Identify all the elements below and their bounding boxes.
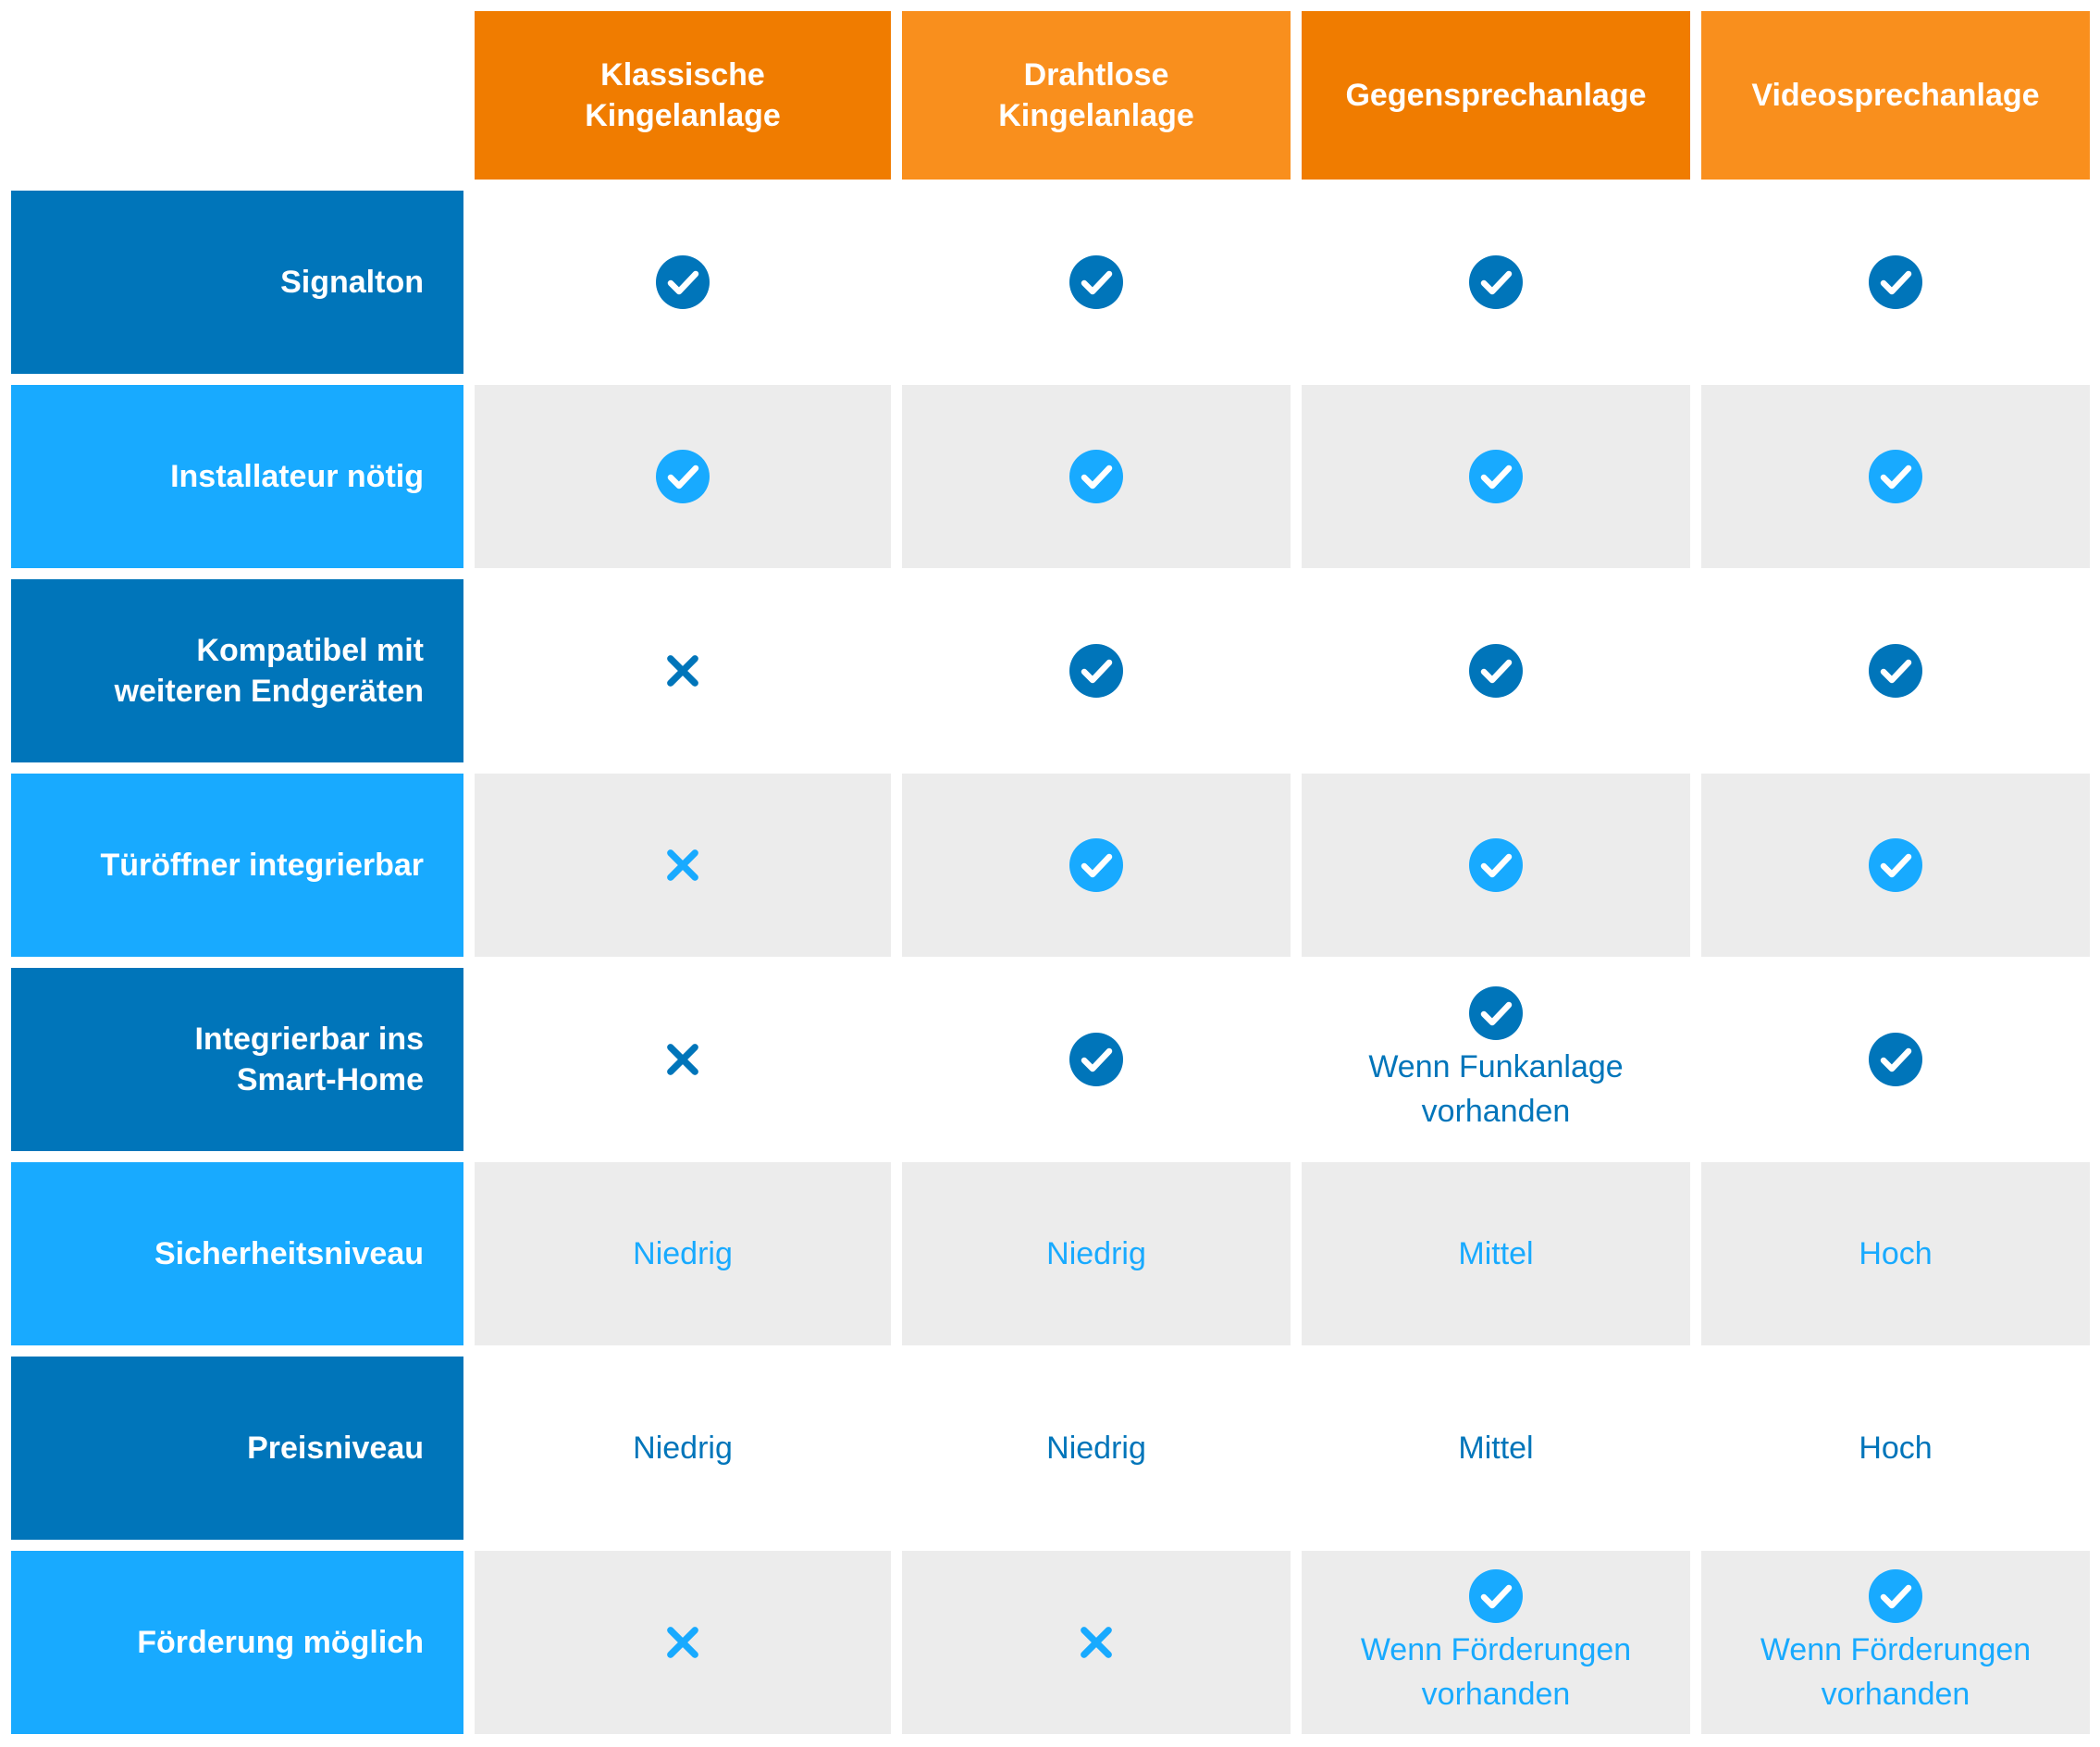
row-header-installateur-noetig: Installateur nötig [11, 385, 463, 568]
table-cell [1302, 579, 1690, 762]
check-icon [1469, 644, 1523, 698]
check-icon [1469, 450, 1523, 503]
cell-value: Mittel [1458, 1236, 1534, 1271]
check-icon [1869, 1569, 1922, 1623]
cell-value: Niedrig [633, 1431, 733, 1466]
check-icon [1469, 838, 1523, 892]
row-header-sicherheitsniveau: Sicherheitsniveau [11, 1162, 463, 1345]
table-cell [902, 774, 1291, 957]
check-icon [1869, 838, 1922, 892]
check-icon [1469, 986, 1523, 1040]
column-header-drahtlose-kingelanlage: Drahtlose Kingelanlage [902, 11, 1291, 180]
table-cell: Niedrig [475, 1162, 891, 1345]
x-icon [1081, 1627, 1112, 1658]
cell-value: Hoch [1859, 1431, 1933, 1466]
cell-value: Niedrig [1046, 1431, 1146, 1466]
check-icon [1469, 255, 1523, 309]
table-cell: Niedrig [475, 1357, 891, 1540]
column-header-gegensprechanlage: Gegensprechanlage [1302, 11, 1690, 180]
table-cell: Hoch [1701, 1357, 2090, 1540]
table-cell [475, 191, 891, 374]
x-icon [667, 1044, 698, 1075]
check-icon [656, 255, 710, 309]
table-cell [1701, 579, 2090, 762]
x-icon [667, 1627, 698, 1658]
row-header-tueroeffner-integrierbar: Türöffner integrierbar [11, 774, 463, 957]
row-header-preisniveau: Preisniveau [11, 1357, 463, 1540]
check-icon [1869, 255, 1922, 309]
table-cell [1701, 191, 2090, 374]
table-corner [11, 11, 463, 180]
table-cell: Wenn Förderungen vorhanden [1701, 1551, 2090, 1734]
table-cell [902, 579, 1291, 762]
x-icon [667, 849, 698, 881]
table-cell [475, 774, 891, 957]
check-icon [1069, 644, 1123, 698]
cell-value: Mittel [1458, 1431, 1534, 1466]
check-icon [1069, 1033, 1123, 1086]
cell-value: Wenn Förderungen vorhanden [1360, 1632, 1632, 1712]
table-cell [1302, 385, 1690, 568]
table-cell [902, 191, 1291, 374]
check-icon [1069, 255, 1123, 309]
row-header-integrierbar-ins-smart-home: Integrierbar ins Smart-Home [11, 968, 463, 1151]
table-cell [475, 385, 891, 568]
table-cell [475, 1551, 891, 1734]
table-cell: Niedrig [902, 1357, 1291, 1540]
table-cell: Wenn Förderungen vorhanden [1302, 1551, 1690, 1734]
table-cell: Mittel [1302, 1357, 1690, 1540]
table-cell [902, 968, 1291, 1151]
check-icon [1069, 450, 1123, 503]
table-cell [902, 385, 1291, 568]
table-cell [1701, 385, 2090, 568]
check-icon [656, 450, 710, 503]
table-cell [475, 968, 891, 1151]
table-cell: Niedrig [902, 1162, 1291, 1345]
table-cell [475, 579, 891, 762]
table-cell [1302, 191, 1690, 374]
table-cell [1701, 774, 2090, 957]
row-header-kompatibel-mit-weiteren-endgeraeten: Kompatibel mit weiteren Endgeräten [11, 579, 463, 762]
check-icon [1069, 838, 1123, 892]
check-icon [1869, 1033, 1922, 1086]
row-header-signalton: Signalton [11, 191, 463, 374]
column-header-klassische-kingelanlage: Klassische Kingelanlage [475, 11, 891, 180]
column-header-videosprechanlage: Videosprechanlage [1701, 11, 2090, 180]
row-header-foerderung-moeglich: Förderung möglich [11, 1551, 463, 1734]
table-cell [902, 1551, 1291, 1734]
table-cell [1302, 774, 1690, 957]
table-cell: Mittel [1302, 1162, 1690, 1345]
x-icon [667, 655, 698, 687]
cell-value: Wenn Funkanlage vorhanden [1368, 1049, 1624, 1129]
table-cell: Wenn Funkanlage vorhanden [1302, 968, 1690, 1151]
cell-value: Wenn Förderungen vorhanden [1760, 1632, 2032, 1712]
check-icon [1869, 450, 1922, 503]
cell-value: Niedrig [633, 1236, 733, 1271]
check-icon [1869, 644, 1922, 698]
check-icon [1469, 1569, 1523, 1623]
cell-value: Niedrig [1046, 1236, 1146, 1271]
cell-value: Hoch [1859, 1236, 1933, 1271]
table-cell [1701, 968, 2090, 1151]
table-cell: Hoch [1701, 1162, 2090, 1345]
